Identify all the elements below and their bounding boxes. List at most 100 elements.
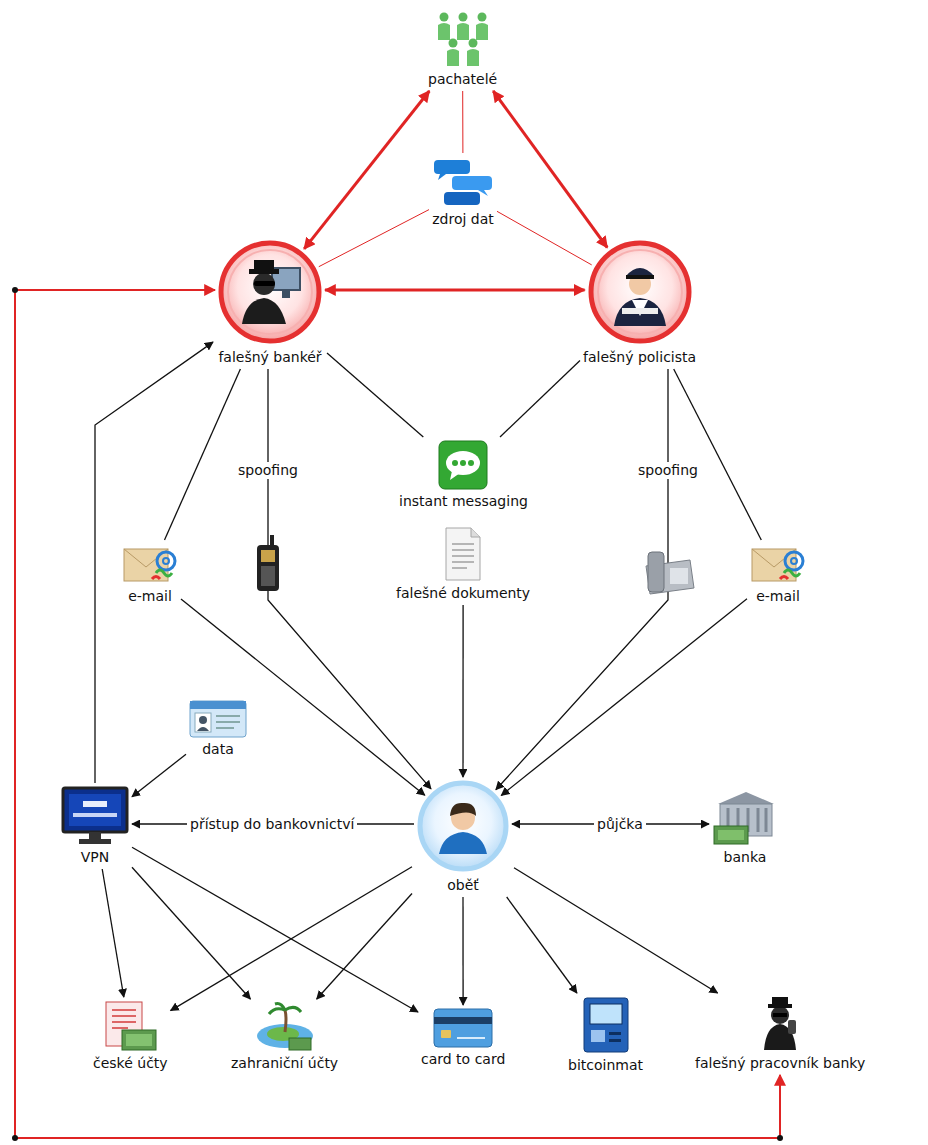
connector — [501, 599, 747, 796]
icon-part — [468, 39, 477, 48]
icon-part — [771, 1006, 789, 1024]
icon-part — [83, 801, 107, 807]
circle-node: falešný policista — [583, 238, 696, 366]
icon-part — [718, 792, 774, 804]
icon-part — [452, 460, 458, 466]
icon-part — [441, 1030, 451, 1038]
node-icon — [586, 238, 694, 346]
icon-part — [452, 544, 474, 568]
icon-part — [216, 716, 240, 728]
node-icon — [432, 10, 494, 68]
icon-node: e-mail — [750, 543, 806, 605]
node-icon — [216, 238, 324, 346]
junction-dot — [12, 287, 18, 293]
icon-node: pachatelé — [428, 10, 497, 88]
icon-part — [791, 558, 797, 564]
node-icon — [581, 996, 631, 1054]
node-icon — [712, 790, 778, 846]
node-icon — [758, 996, 802, 1052]
icon-part — [434, 1017, 492, 1024]
icon-node: falešný pracovník banky — [695, 996, 865, 1072]
icon-node: falešné dokumenty — [396, 526, 530, 602]
connector — [327, 353, 423, 437]
icon-part — [152, 577, 160, 580]
icon-part — [784, 570, 800, 576]
icon-node: zahraniční účty — [231, 1002, 338, 1072]
icon-part — [439, 832, 487, 854]
icon-part — [439, 441, 487, 489]
connector — [674, 369, 762, 540]
connector — [132, 867, 250, 999]
icon-part — [261, 550, 275, 562]
icon-part — [468, 460, 474, 466]
circle-node: falešný bankéř — [216, 238, 324, 366]
icon-part — [467, 49, 479, 66]
icon-part — [221, 243, 319, 341]
node-label: e-mail — [128, 588, 172, 605]
node-icon — [61, 786, 129, 846]
connector — [15, 290, 780, 1138]
icon-part — [199, 716, 207, 724]
icon-part — [785, 552, 803, 570]
icon-part — [622, 308, 658, 314]
connector — [95, 342, 213, 783]
icon-part — [609, 1039, 621, 1042]
icon-part — [584, 998, 628, 1052]
node-icon — [433, 1008, 493, 1048]
connector — [500, 361, 580, 438]
icon-part — [112, 1010, 136, 1028]
connector — [319, 210, 429, 267]
icon-part — [788, 1020, 796, 1034]
connector — [462, 605, 463, 777]
node-label: falešný policista — [583, 349, 696, 366]
desk-phone-icon — [646, 552, 694, 594]
node-label: card to card — [421, 1051, 505, 1068]
connector — [496, 369, 668, 790]
icon-part — [122, 1030, 156, 1050]
icon-part — [458, 13, 467, 22]
icon-part — [438, 23, 450, 40]
icon-part — [457, 23, 469, 40]
icon-part — [156, 570, 172, 576]
icon-part — [591, 1030, 605, 1042]
node-label: instant messaging — [399, 493, 528, 510]
connector — [497, 211, 592, 265]
connector — [462, 91, 463, 153]
node-icon — [432, 156, 494, 208]
connector — [165, 369, 241, 540]
icon-part — [598, 250, 682, 334]
icon-part — [773, 1013, 787, 1017]
connector — [514, 868, 718, 993]
node-label: VPN — [81, 849, 110, 866]
edge-label: spoofing — [635, 462, 701, 479]
icon-node: zdroj dat — [432, 156, 494, 228]
icon-part — [79, 839, 111, 844]
node-label: bitcoinmat — [568, 1057, 643, 1074]
icon-part — [285, 1010, 286, 1032]
icon-part — [476, 23, 488, 40]
node-label: e-mail — [756, 588, 800, 605]
icon-node: české účty — [93, 1000, 168, 1072]
icon-node: card to card — [421, 1008, 505, 1068]
icon-part — [670, 568, 688, 584]
node-label: data — [202, 741, 234, 758]
connector — [507, 897, 577, 993]
icon-part — [242, 298, 286, 324]
icon-part — [614, 298, 666, 326]
icon-part — [257, 545, 279, 591]
icon-part — [477, 13, 486, 22]
icon-part — [282, 290, 290, 298]
node-label: falešné dokumenty — [396, 585, 530, 602]
connector — [493, 91, 607, 248]
icon-part — [254, 281, 275, 286]
icon-part — [460, 460, 466, 466]
edge-label: půjčka — [594, 816, 646, 833]
connector — [181, 599, 425, 795]
icon-part — [270, 535, 274, 547]
circle-node: oběť — [415, 778, 511, 894]
icon-part — [195, 713, 211, 732]
icon-part — [228, 250, 312, 334]
icon-part — [157, 552, 175, 570]
node-label: falešný pracovník banky — [695, 1055, 865, 1072]
node-label: zahraniční účty — [231, 1055, 338, 1072]
